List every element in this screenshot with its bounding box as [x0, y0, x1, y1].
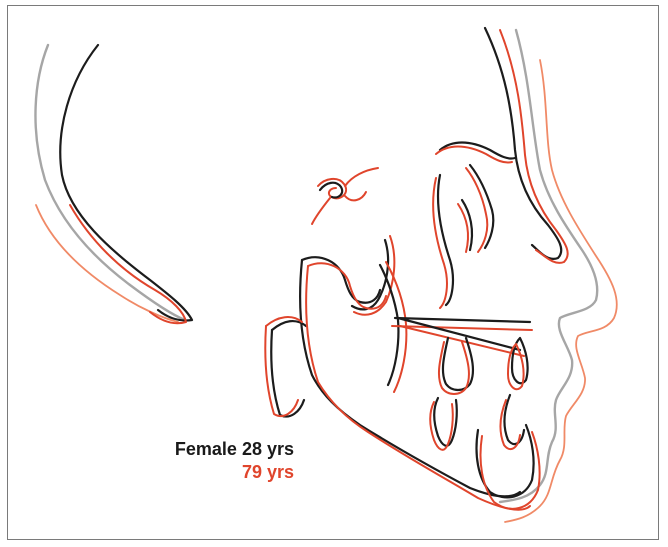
frontal-outline-79: [70, 30, 568, 323]
mandible-79: [265, 263, 530, 509]
upper-molar: [439, 338, 473, 394]
legend-label-79yrs: 79 yrs: [124, 461, 294, 484]
legend: Female 28 yrs 79 yrs: [124, 438, 294, 484]
incisors: [500, 338, 527, 449]
orbit-nasal-28: [438, 143, 515, 306]
lower-molar: [430, 398, 457, 450]
legend-label-28yrs: Female 28 yrs: [124, 438, 294, 461]
mandible-28: [271, 257, 520, 496]
sella-region: [312, 168, 378, 224]
pterygoid-region: [352, 236, 406, 392]
